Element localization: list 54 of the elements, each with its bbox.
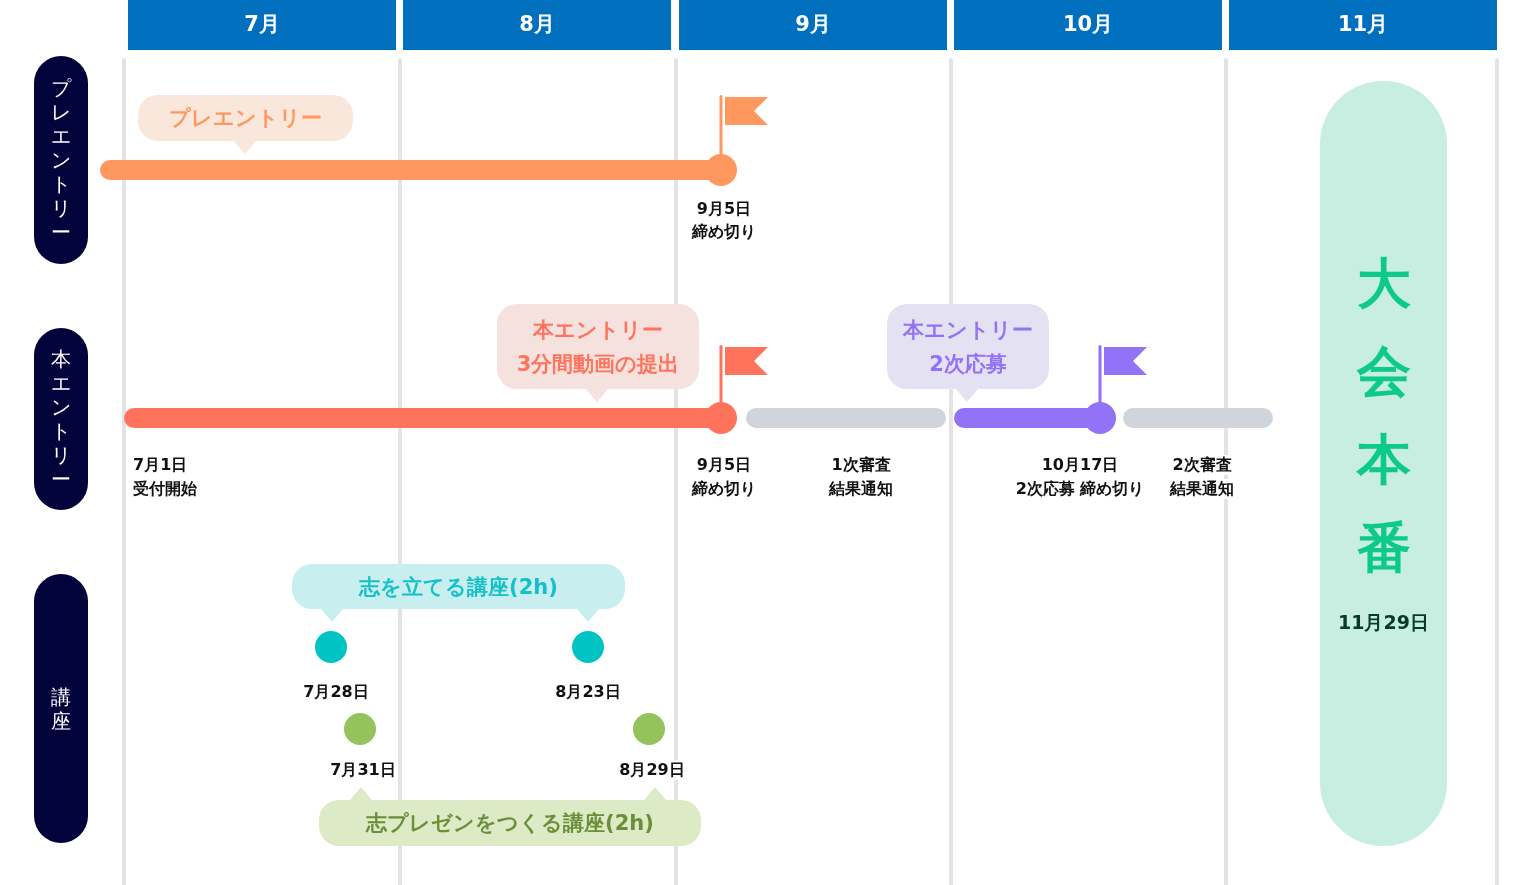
lane-label: プレエントリー xyxy=(51,76,71,244)
date-label: 10月17日 xyxy=(1041,455,1119,475)
dot-icon xyxy=(315,631,347,663)
milestone-caption: 1次審査 xyxy=(831,455,891,475)
month-header-bar xyxy=(403,0,671,50)
callout-text: 志を立てる講座(2h) xyxy=(359,573,558,601)
milestone-caption: 受付開始 xyxy=(133,479,197,499)
callout-text: 志プレゼンをつくる講座(2h) xyxy=(366,810,654,837)
lane-label: 本エントリー xyxy=(51,347,71,491)
dot-icon xyxy=(572,631,604,663)
speech-bubble xyxy=(497,304,699,402)
lane-pill xyxy=(34,328,88,510)
speech-bubble xyxy=(887,304,1049,402)
milestone-caption: 締め切り xyxy=(692,222,756,242)
timeline-bar xyxy=(1123,408,1273,428)
month-header-bar xyxy=(128,0,396,50)
event-date: 11月29日 xyxy=(1338,611,1429,634)
date-label: 8月23日 xyxy=(555,682,621,702)
lane-label: 講座 xyxy=(51,684,71,733)
lane-pill xyxy=(34,56,88,264)
date-label: 9月5日 xyxy=(696,455,752,475)
callout-text: プレエントリー xyxy=(169,105,322,132)
callout-text: 本エントリー xyxy=(903,316,1033,344)
date-label: 8月29日 xyxy=(619,760,685,780)
month-label: 10月 xyxy=(1062,12,1114,38)
lane-pill xyxy=(34,574,88,843)
callout-text: 2次応募 xyxy=(929,350,1007,378)
month-label: 8月 xyxy=(519,12,555,38)
timeline-bar xyxy=(100,154,737,186)
timeline-bar xyxy=(746,408,946,428)
speech-bubble xyxy=(319,787,701,846)
month-header-bar xyxy=(1229,0,1497,50)
month-header-bar xyxy=(954,0,1222,50)
date-label: 7月28日 xyxy=(303,682,369,702)
callout-text: 本エントリー xyxy=(533,316,663,344)
timeline-bar xyxy=(954,402,1116,434)
event-title: 大会本番 xyxy=(1356,251,1411,581)
date-label: 7月31日 xyxy=(330,760,396,780)
month-label: 7月 xyxy=(244,12,280,38)
speech-bubble xyxy=(292,564,625,622)
milestone-caption: 2次審査 xyxy=(1172,455,1232,475)
milestone-caption: 締め切り xyxy=(692,479,756,499)
callout-text: 3分間動画の提出 xyxy=(516,350,680,378)
dot-icon xyxy=(633,713,665,745)
speech-bubble xyxy=(138,95,353,154)
date-label: 7月1日 xyxy=(133,455,188,475)
month-header-bar xyxy=(679,0,947,50)
milestone-caption: 結果通知 xyxy=(829,479,893,499)
date-label: 9月5日 xyxy=(696,199,752,219)
month-label: 11月 xyxy=(1337,12,1389,38)
dot-icon xyxy=(344,713,376,745)
milestone-caption: 結果通知 xyxy=(1170,479,1234,499)
month-label: 9月 xyxy=(795,12,831,38)
timeline-bar xyxy=(124,402,737,434)
